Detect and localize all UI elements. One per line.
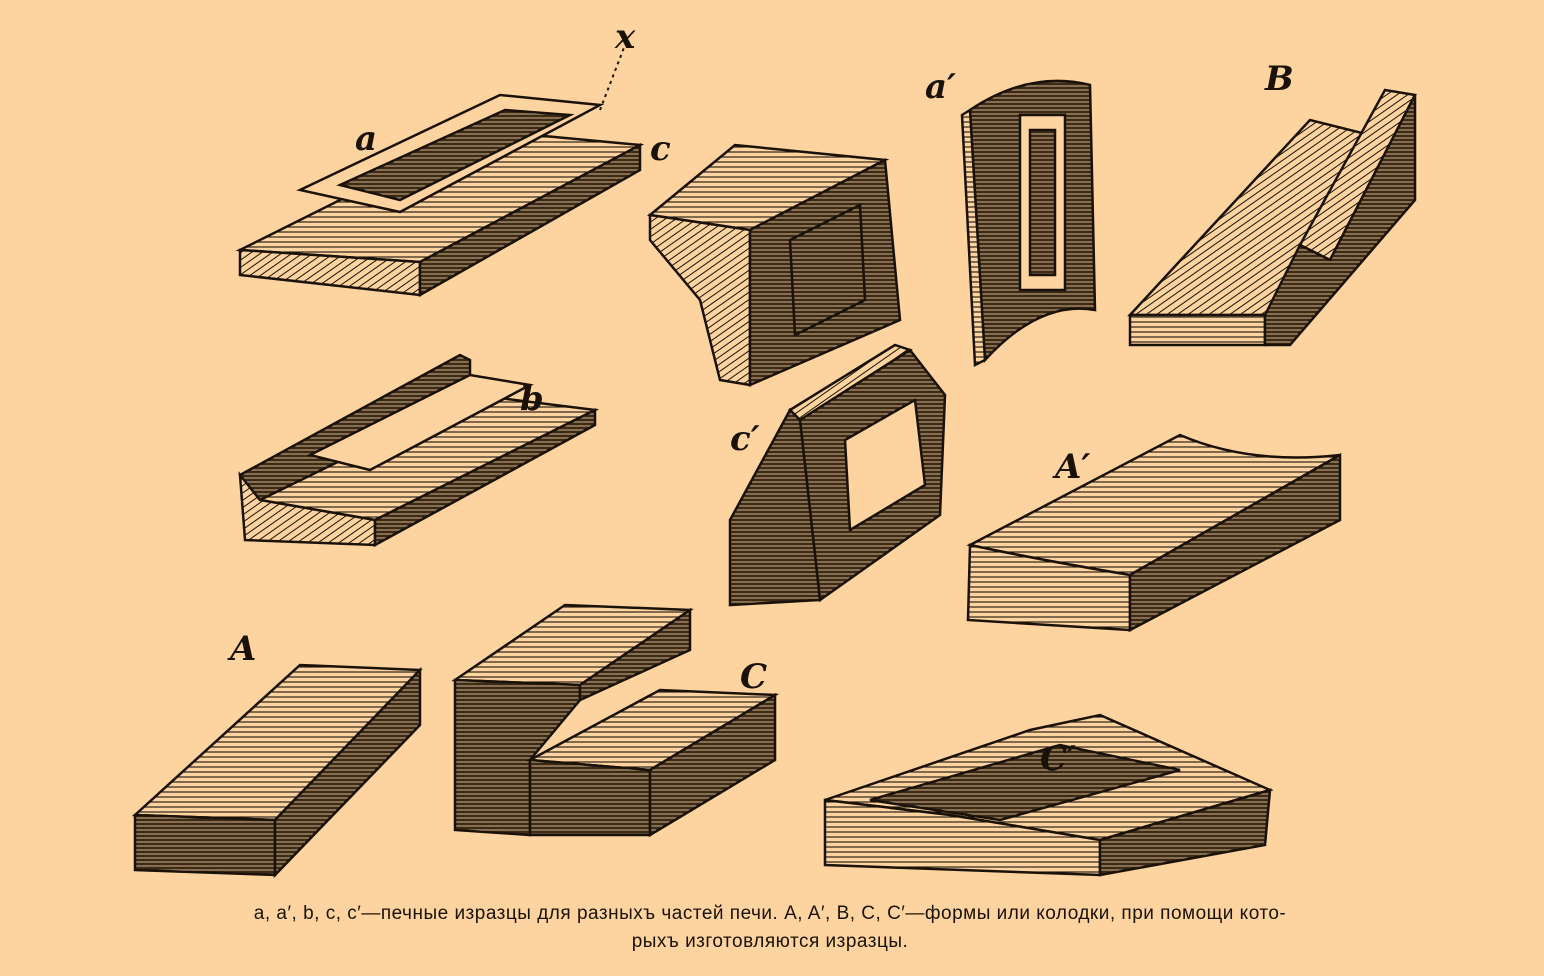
label-A-prime: A′ (1052, 447, 1090, 487)
mold-B (1127, 88, 1417, 347)
tile-c-prime (728, 343, 947, 607)
label-a-prime: a′ (925, 67, 956, 107)
label-A: A (227, 629, 256, 669)
label-c-prime: c′ (730, 419, 760, 459)
tile-a (235, 44, 645, 298)
mold-C-prime (823, 713, 1274, 877)
label-c: c (650, 129, 671, 169)
tile-c (647, 143, 902, 387)
label-x: x (614, 17, 636, 57)
mold-A-prime (966, 433, 1342, 633)
label-C-prime: C′ (1040, 739, 1076, 779)
mold-A (131, 663, 423, 879)
figure-caption: a, a′, b, c, c′—печные изразцы для разны… (20, 900, 1520, 956)
label-C: C (740, 657, 767, 697)
caption-line-1: a, a′, b, c, c′—печные изразцы для разны… (253, 903, 1287, 924)
label-B: B (1264, 59, 1294, 99)
tile-a-prime (960, 79, 1097, 367)
label-a: a (355, 119, 377, 159)
mold-C (451, 603, 780, 838)
label-b: b (520, 379, 544, 419)
tile-b (238, 353, 600, 548)
caption-line-2: рыхъ изготовляются изразцы. (631, 931, 909, 952)
